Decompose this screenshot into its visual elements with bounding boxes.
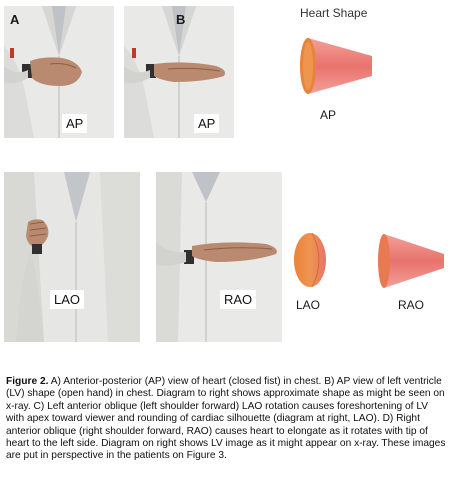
diagram-title: Heart Shape — [300, 6, 368, 20]
view-label-b: AP — [194, 114, 220, 133]
view-label-d: RAO — [220, 290, 257, 309]
photo-panel-b: B AP — [124, 6, 234, 138]
view-label-a: AP — [62, 114, 88, 133]
lao-heart-shape — [294, 232, 326, 288]
lab-coat-fist-illustration — [4, 6, 114, 138]
photo-panel-a: A AP — [4, 6, 114, 138]
ap-heart-shape — [300, 38, 372, 94]
photo-panel-d: D RAO — [156, 172, 282, 342]
panel-letter-b: B — [176, 12, 186, 27]
ap-diagram-label: AP — [320, 108, 337, 122]
figure-caption: Figure 2. A) Anterior-posterior (AP) vie… — [6, 376, 446, 463]
photo-panel-c: C LAO — [4, 172, 140, 342]
figure-caption-label: Figure 2. — [6, 376, 49, 387]
panel-letter-a: A — [10, 12, 20, 27]
figure-caption-text: A) Anterior-posterior (AP) view of heart… — [6, 376, 446, 462]
rao-heart-shape — [378, 234, 444, 288]
rao-diagram-label: RAO — [398, 298, 425, 312]
lab-coat-open-hand-illustration — [124, 6, 234, 138]
lab-coat-lao-illustration — [4, 172, 140, 342]
view-label-c: LAO — [50, 290, 85, 309]
lab-coat-rao-illustration — [156, 172, 282, 342]
lao-diagram-label: LAO — [296, 298, 321, 312]
